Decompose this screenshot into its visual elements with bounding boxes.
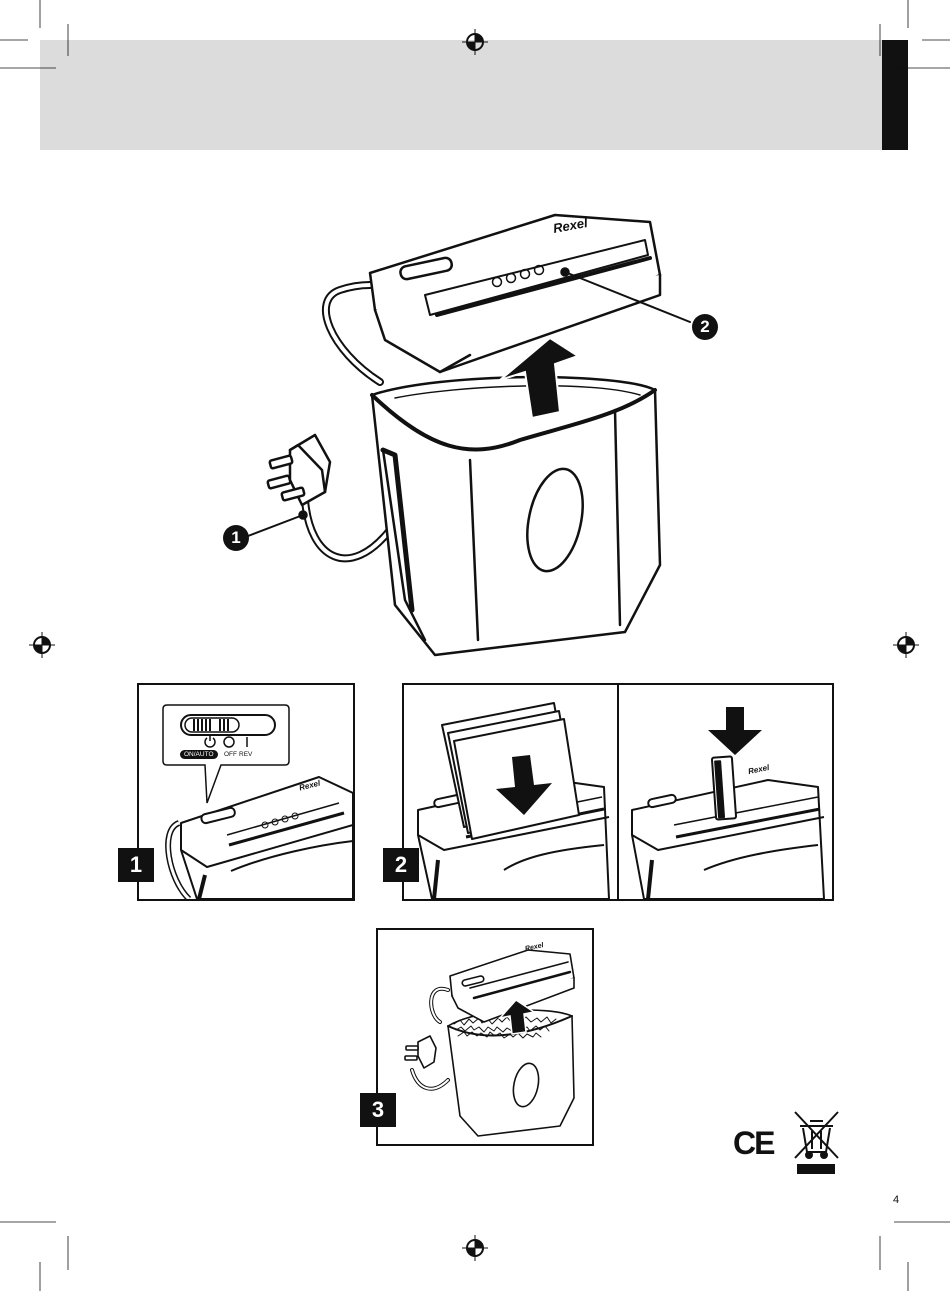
page-number: 4 [893,1194,899,1206]
